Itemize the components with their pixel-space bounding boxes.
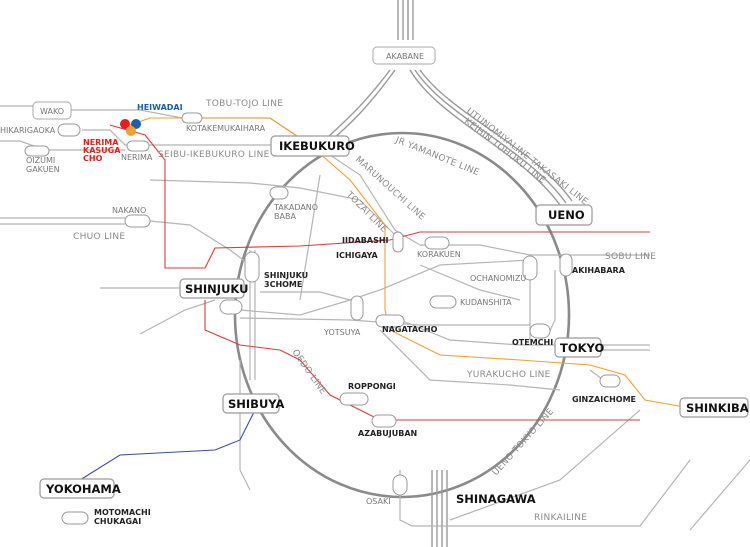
station-shinjuku3chome-line1: SHINJUKU xyxy=(264,271,308,280)
line-label-chuo: CHUO LINE xyxy=(73,232,125,242)
station-wako: WAKO xyxy=(40,107,64,116)
transfer-dots xyxy=(120,119,141,136)
dot-orange xyxy=(126,126,136,136)
station-ikebukuro: IKEBUKURO xyxy=(279,139,355,153)
station-shinkiba: SHINKIBA xyxy=(686,401,749,415)
station-pills xyxy=(24,112,621,525)
station-oizumi-gakuen-line1: OIZUMI xyxy=(26,156,55,165)
station-korakuen: KORAKUEN xyxy=(417,250,461,259)
dot-blue xyxy=(131,119,141,129)
oedo-line xyxy=(109,124,650,269)
station-takadanobaba-line1: TAKADANO xyxy=(273,203,318,212)
station-tokyo: TOKYO xyxy=(560,341,604,355)
station-ochanomizu: OCHANOMIZU xyxy=(470,274,526,283)
station-akabane: AKABANE xyxy=(386,52,424,61)
line-label-sobu: SOBU LINE xyxy=(605,252,656,262)
line-label-oedo: OEDO LINE xyxy=(290,348,328,397)
station-ichigaya: ICHIGAYA xyxy=(336,251,379,260)
station-yokohama: YOKOHAMA xyxy=(45,482,121,496)
station-nagatacho: NAGATACHO xyxy=(382,325,438,334)
line-label-tozai: TOZAI LINE xyxy=(343,189,389,235)
line-label-seibu-ikebukuro: SEIBU-IKEBUKURO LINE xyxy=(158,150,270,160)
line-label-ueno-tokyo: UENO TOKYO LINE xyxy=(491,407,556,478)
station-nerima-kasugacho-line3: CHO xyxy=(83,154,103,163)
station-nerima-kasugacho-line1: NERIMA xyxy=(83,138,119,147)
station-akihabara: AKIHABARA xyxy=(572,266,626,275)
line-label-tobu-tojo: TOBU-TOJO LINE xyxy=(205,99,283,109)
station-yotsuya: YOTSUYA xyxy=(323,328,361,337)
yurakucho-line xyxy=(129,117,691,409)
line-label-jr-yamanote: JR YAMANOTE LINE xyxy=(393,135,481,178)
station-kotakemukaihara: KOTAKEMUKAIHARA xyxy=(186,124,266,133)
station-shinjuku3chome-line2: 3CHOME xyxy=(264,280,302,289)
stations: AKABANE WAKO HEIWADAI HIKARIGAOKA KOTAKE… xyxy=(0,46,749,526)
station-kudanshita: KUDANSHITA xyxy=(460,298,512,307)
station-hikarigaoka: HIKARIGAOKA xyxy=(0,126,56,135)
station-nerima-kasugacho-line2: KASUGA xyxy=(83,146,121,155)
station-ueno: UENO xyxy=(548,208,585,222)
station-motomachi-chukagai-line2: CHUKAGAI xyxy=(94,517,141,526)
station-osaki: OSAKI xyxy=(366,497,391,506)
station-motomachi-chukagai-line1: MOTOMACHI xyxy=(94,508,151,517)
station-azabujuban: AZABUJUBAN xyxy=(358,429,417,438)
station-shinagawa: SHINAGAWA xyxy=(456,492,536,506)
station-otemachi: OTEMCHI xyxy=(512,338,553,347)
minatomirai-line xyxy=(79,409,256,481)
station-roppongi: ROPPONGI xyxy=(348,382,396,391)
line-label-yurakucho: YURAKUCHO LINE xyxy=(466,370,551,380)
station-ginzaichome: GINZAICHOME xyxy=(572,395,636,404)
dot-red xyxy=(120,119,130,129)
station-takadanobaba-line2: BABA xyxy=(274,212,296,221)
yamanote-loop xyxy=(233,131,571,499)
station-oizumi-gakuen-line2: GAKUEN xyxy=(26,165,60,174)
station-heiwadai: HEIWADAI xyxy=(137,103,183,112)
station-iidabashi: IIDABASHI xyxy=(342,236,389,245)
line-label-rinkai: RINKAILINE xyxy=(534,513,587,523)
station-nakano: NAKANO xyxy=(112,206,146,215)
station-shibuya: SHIBUYA xyxy=(228,397,285,411)
station-nerima: NERIMA xyxy=(121,153,153,162)
station-shinjuku: SHINJUKU xyxy=(185,282,248,296)
